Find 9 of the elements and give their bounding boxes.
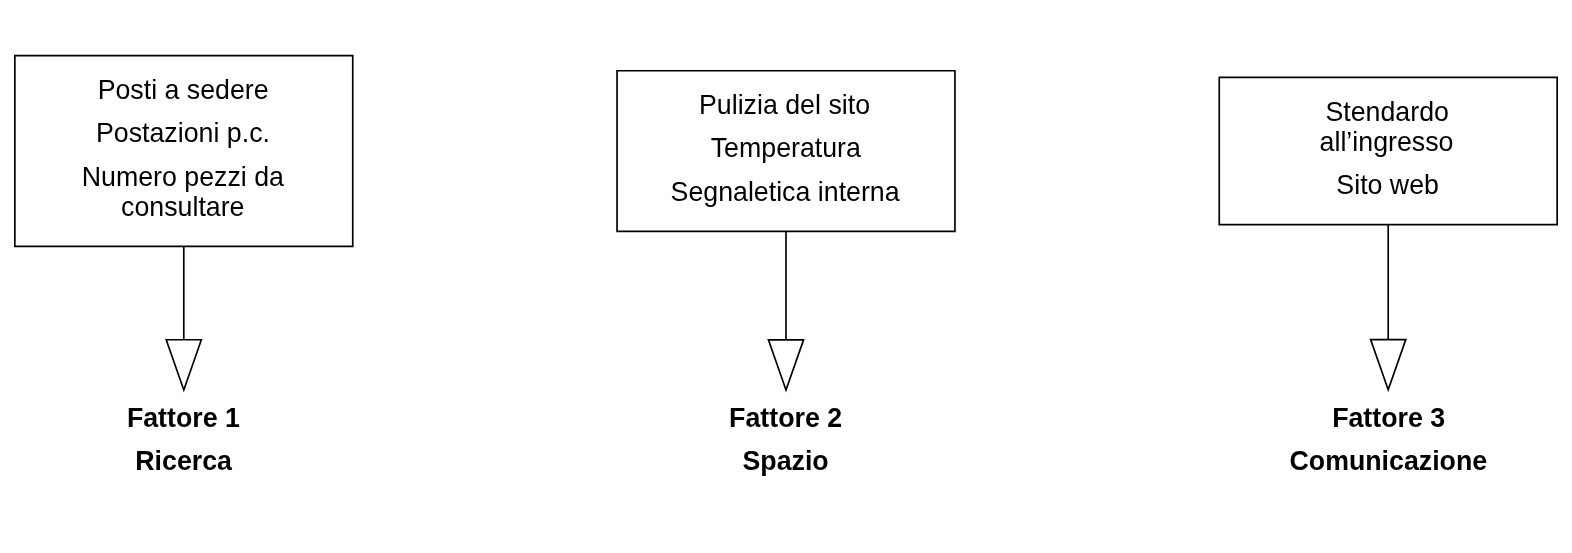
node-text: Fattore 1 Ricerca xyxy=(126,402,240,477)
node-box: Pulizia del sito Temperatura Segnaletica interna xyxy=(616,69,956,233)
node-text: Fattore 2 Spazio xyxy=(729,402,843,477)
node-text: Fattore 3 Comunicazione xyxy=(1289,402,1488,477)
node-box: Posti a sedere Postazioni p.c. Numero pezzi da consultare xyxy=(14,54,354,248)
node-box: Stendardo all’ingresso Sito web xyxy=(1218,76,1558,226)
arrow xyxy=(1369,224,1407,393)
arrow xyxy=(165,245,203,393)
arrow xyxy=(767,230,805,393)
